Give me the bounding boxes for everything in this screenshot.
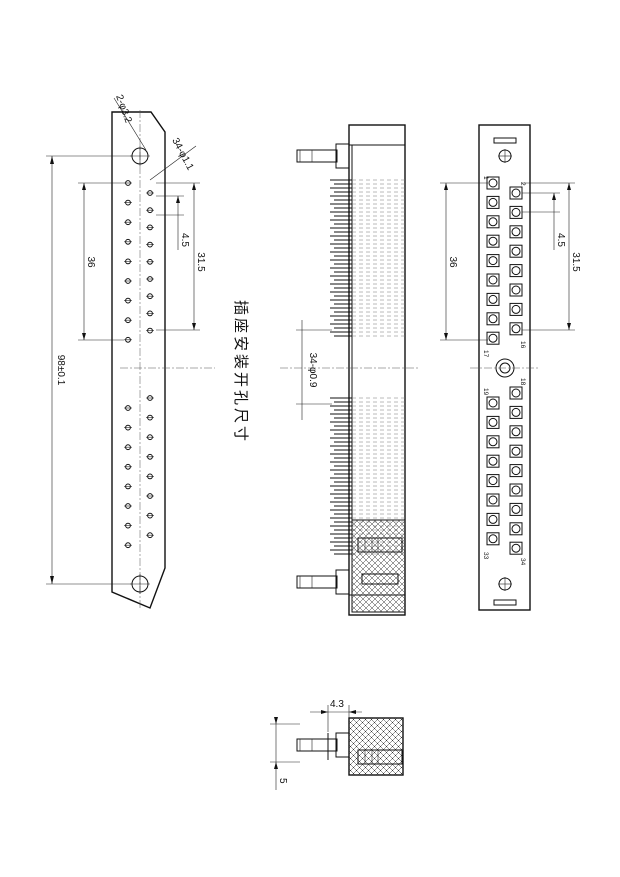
contact [486, 312, 500, 326]
contact [509, 502, 523, 516]
contact [509, 386, 523, 400]
contact [509, 405, 523, 419]
contact [509, 283, 523, 297]
dim-small-holes: 34-φ1.1 [169, 136, 195, 172]
screw-bottom [296, 569, 350, 595]
contact-array [486, 176, 523, 555]
pin-hole-array [124, 180, 154, 549]
contact [509, 522, 523, 536]
contact [509, 464, 523, 478]
drawing-caption: 插座安装开孔尺寸 [232, 300, 249, 444]
contact [509, 205, 523, 219]
pin-label-1: 1 [482, 176, 489, 180]
panel-outline [111, 111, 166, 609]
contact [486, 331, 500, 345]
contact [509, 322, 523, 336]
pin-label-19: 19 [482, 388, 489, 396]
hatched-section [351, 519, 406, 613]
contact [509, 541, 523, 555]
dim-pin-pitch: 36 [85, 256, 96, 268]
detail-view: 4.3 5 [270, 699, 404, 790]
pin-label-33: 33 [482, 552, 489, 560]
contact [509, 483, 523, 497]
dim-overall-length: 98±0.1 [55, 355, 66, 386]
detail-body [348, 717, 404, 776]
panel-cutout-view: 98±0.1 36 4.5 31.5 2-φ3.2 34-φ1.1 [46, 93, 215, 610]
pin-label-17: 17 [482, 350, 489, 358]
dim-step: 4.5 [179, 233, 190, 247]
contact [486, 292, 500, 306]
dim-detail-height: 5 [277, 778, 288, 784]
contact [486, 512, 500, 526]
pin-label-18: 18 [519, 378, 526, 386]
pin-label-34: 34 [519, 558, 526, 566]
front-face-view: 1 2 16 17 18 19 33 34 36 4.5 31.5 [440, 124, 581, 611]
dim-big-hole: 2-φ3.2 [113, 93, 134, 125]
dim-front-span: 31.5 [570, 252, 581, 272]
front-outline [478, 124, 531, 611]
contact [486, 415, 500, 429]
dim-front-step: 4.5 [555, 233, 566, 247]
contact [486, 273, 500, 287]
contact [486, 435, 500, 449]
dim-span: 31.5 [195, 252, 206, 272]
dim-detail-width: 4.3 [330, 699, 344, 710]
pin-label-2: 2 [519, 182, 526, 186]
contact [509, 264, 523, 278]
pin-tail-array [330, 179, 405, 555]
contact [486, 454, 500, 468]
pin-label-16: 16 [519, 341, 526, 349]
contact [509, 425, 523, 439]
screw-top [296, 143, 350, 169]
contact [509, 225, 523, 239]
slot-top [493, 137, 517, 144]
contact [486, 532, 500, 546]
dim-pin-diameter: 34-φ0.9 [307, 353, 318, 388]
slot-bottom [493, 599, 517, 606]
contact [486, 474, 500, 488]
contact [486, 215, 500, 229]
contact [509, 244, 523, 258]
connector-body [348, 124, 406, 616]
contact [486, 493, 500, 507]
contact [509, 444, 523, 458]
dim-front-pitch: 36 [447, 256, 458, 268]
contact [509, 302, 523, 316]
contact [486, 195, 500, 209]
contact [486, 254, 500, 268]
contact [486, 234, 500, 248]
contact [486, 396, 500, 410]
side-section-view: 34-φ0.9 [280, 124, 420, 616]
detail-screw [296, 738, 338, 752]
